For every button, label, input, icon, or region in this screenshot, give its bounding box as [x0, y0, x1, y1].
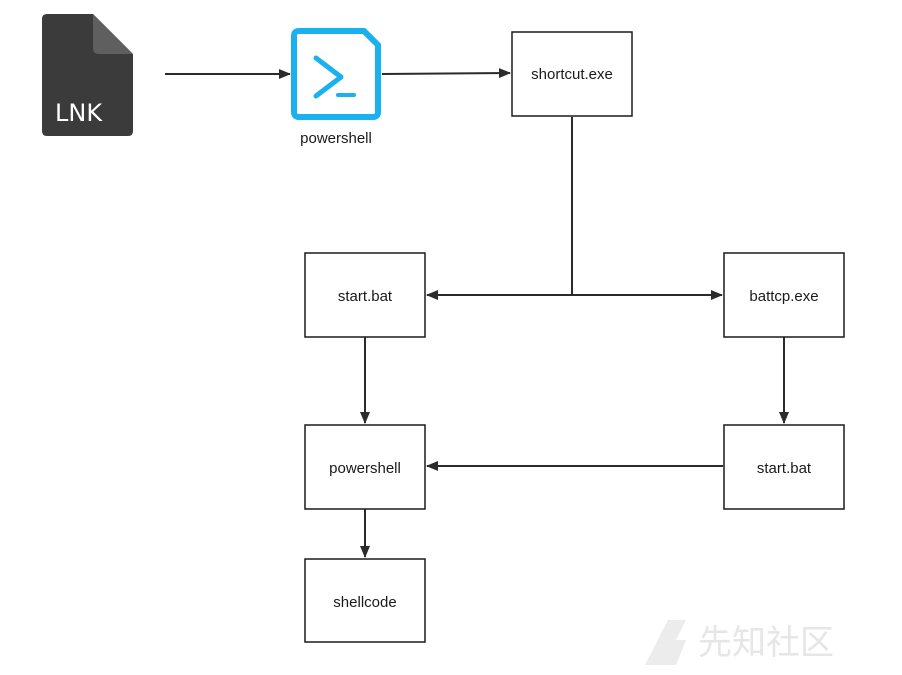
- node-battcp-exe: battcp.exe: [723, 252, 845, 338]
- battcp-exe-label: battcp.exe: [749, 288, 818, 305]
- powershell-icon-label: powershell: [300, 130, 372, 147]
- start-bat-left-label: start.bat: [338, 288, 393, 305]
- watermark-text: 先知社区: [698, 623, 834, 663]
- shortcut-exe-label: shortcut.exe: [531, 66, 613, 83]
- lnk-file-icon: LNK: [42, 14, 133, 136]
- edge-powershell-to-shortcut: [381, 68, 511, 79]
- watermark-logo-icon: [645, 620, 686, 665]
- shellcode-label: shellcode: [333, 594, 396, 611]
- node-shortcut-exe: shortcut.exe: [511, 31, 633, 117]
- powershell-box-label: powershell: [329, 460, 401, 477]
- node-powershell: powershell: [304, 424, 426, 510]
- start-bat-right-label: start.bat: [757, 460, 812, 477]
- watermark: 先知社区: [645, 620, 834, 665]
- powershell-icon: [291, 28, 381, 120]
- lnk-label: LNK: [55, 99, 103, 127]
- node-start-bat-left: start.bat: [304, 252, 426, 338]
- node-shellcode: shellcode: [304, 558, 426, 643]
- edges: [165, 68, 789, 558]
- node-start-bat-right: start.bat: [723, 424, 845, 510]
